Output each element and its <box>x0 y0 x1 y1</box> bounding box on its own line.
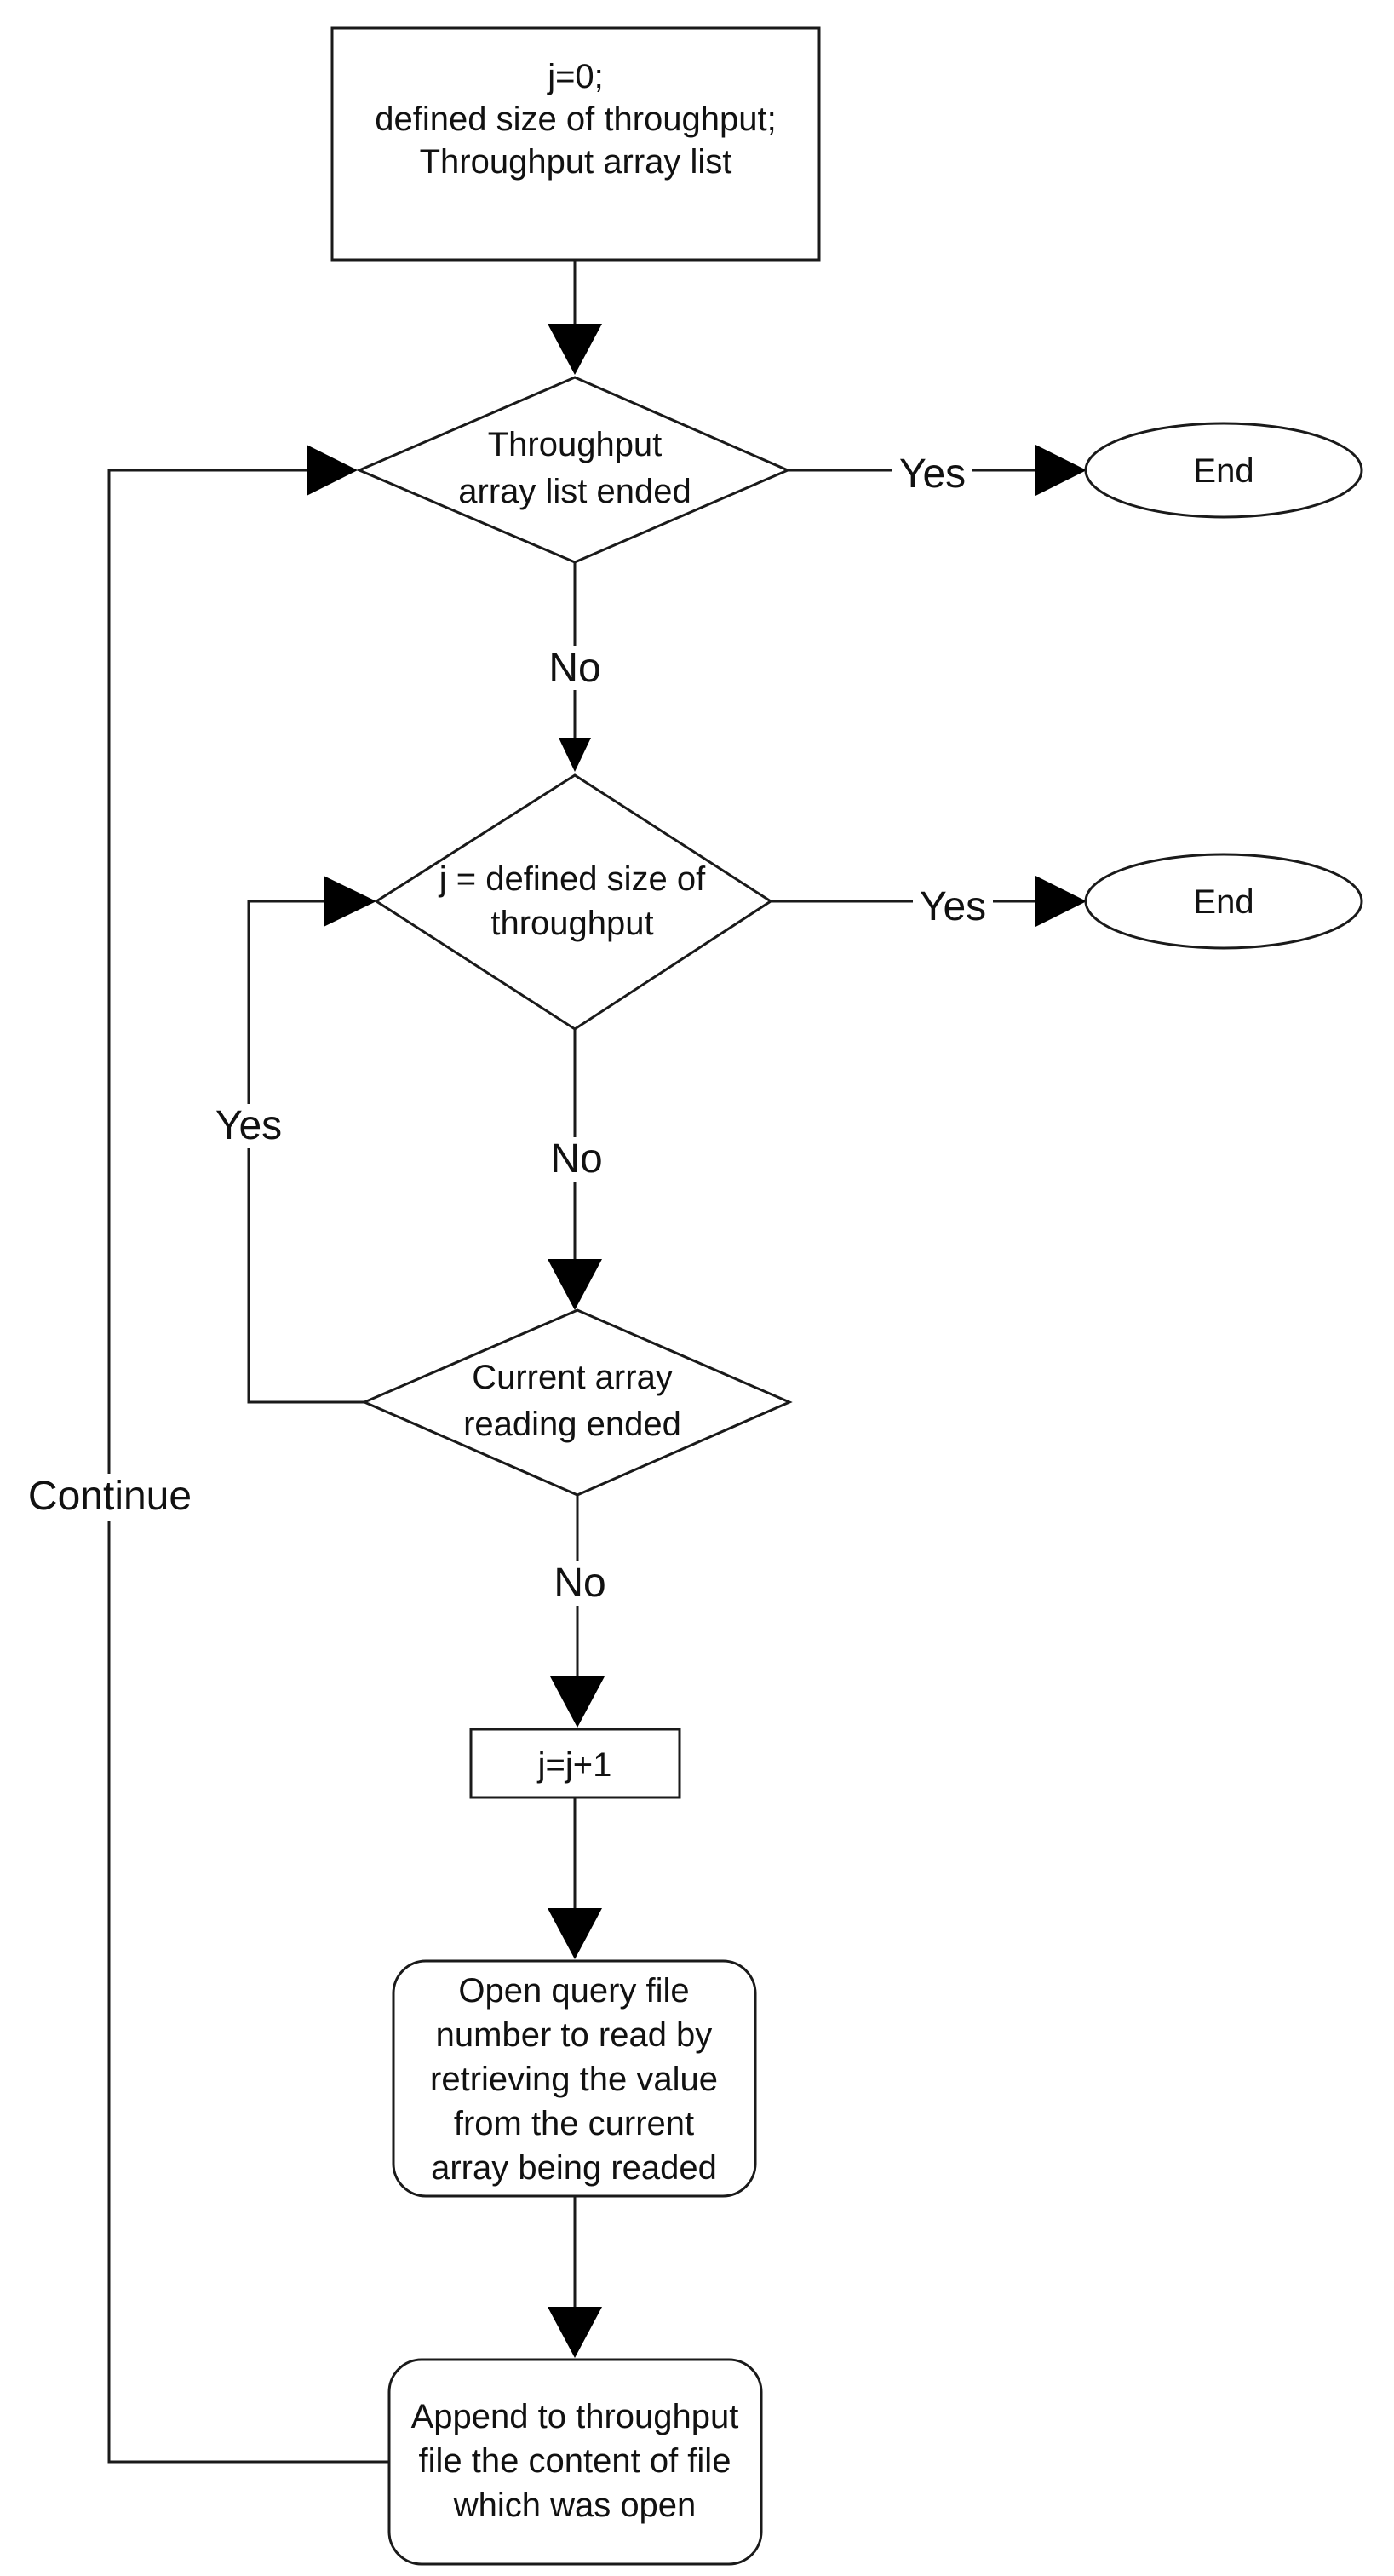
decision-j-size-line-2: throughput <box>490 905 653 942</box>
arrowhead <box>548 324 602 375</box>
init-line-2: defined size of throughput; <box>375 101 776 138</box>
label-backing <box>548 1561 611 1606</box>
arrowhead <box>1035 445 1087 496</box>
decision-current-array-ended: Current array reading ended <box>361 1308 793 1497</box>
increment-box: j=j+1 <box>469 1728 681 1799</box>
open-file-line-2: number to read by <box>436 2016 713 2054</box>
open-file-process: Open query file number to read by retrie… <box>392 1959 757 2198</box>
arrowhead <box>550 1676 605 1728</box>
edge-continue-loop <box>107 469 389 2464</box>
label-continue: Continue <box>28 1474 192 1519</box>
decision-array-ended-line-2: reading ended <box>463 1406 681 1443</box>
arrowhead <box>307 445 358 496</box>
label-list-ended-no: No <box>548 646 600 691</box>
init-box: j=0; defined size of throughput; Through… <box>330 26 821 262</box>
decision-j-defined-size: j = defined size of throughput <box>374 773 773 1031</box>
label-backing <box>543 646 606 690</box>
decision-array-ended-line-1: Current array <box>472 1359 673 1396</box>
label-backing <box>913 883 993 925</box>
open-file-line-3: retrieving the value <box>430 2061 718 2098</box>
label-backing <box>892 450 972 492</box>
append-process: Append to throughput file the content of… <box>387 2358 763 2566</box>
label-array-ended-yes: Yes <box>215 1103 282 1148</box>
label-backing <box>545 1137 608 1182</box>
end-2-label: End <box>1193 883 1253 921</box>
decision-list-ended-line-2: array list ended <box>458 473 691 510</box>
increment-label: j=j+1 <box>537 1746 612 1784</box>
label-j-size-yes: Yes <box>920 884 986 929</box>
label-backing <box>208 1104 290 1148</box>
label-backing <box>15 1474 204 1521</box>
open-file-line-5: array being readed <box>431 2149 717 2187</box>
end-1-label: End <box>1193 452 1253 490</box>
init-line-3: Throughput array list <box>420 143 732 181</box>
arrowhead <box>1035 876 1087 927</box>
arrowhead <box>324 876 376 927</box>
decision-array-list-ended: Throughput array list ended <box>356 376 791 564</box>
label-j-size-no: No <box>550 1136 602 1182</box>
append-line-1: Append to throughput <box>411 2398 739 2435</box>
arrowhead <box>559 738 591 772</box>
arrowhead <box>548 1259 602 1310</box>
open-file-line-4: from the current <box>454 2105 694 2142</box>
end-terminal-1: End <box>1084 422 1363 519</box>
end-terminal-2: End <box>1084 853 1363 950</box>
init-line-1: j=0; <box>547 58 604 95</box>
label-list-ended-yes: Yes <box>899 451 966 497</box>
decision-list-ended-line-1: Throughput <box>488 426 663 463</box>
label-array-ended-no: No <box>554 1561 605 1606</box>
open-file-line-1: Open query file <box>458 1972 689 2010</box>
edge-array-ended-yes <box>247 900 364 1404</box>
arrowhead <box>548 2307 602 2358</box>
arrowhead <box>548 1908 602 1959</box>
append-line-2: file the content of file <box>419 2442 731 2480</box>
append-line-3: which was open <box>453 2487 697 2524</box>
decision-j-size-line-1: j = defined size of <box>439 860 706 898</box>
edge-labels: Yes No Yes No Yes No Continue <box>15 450 993 1606</box>
